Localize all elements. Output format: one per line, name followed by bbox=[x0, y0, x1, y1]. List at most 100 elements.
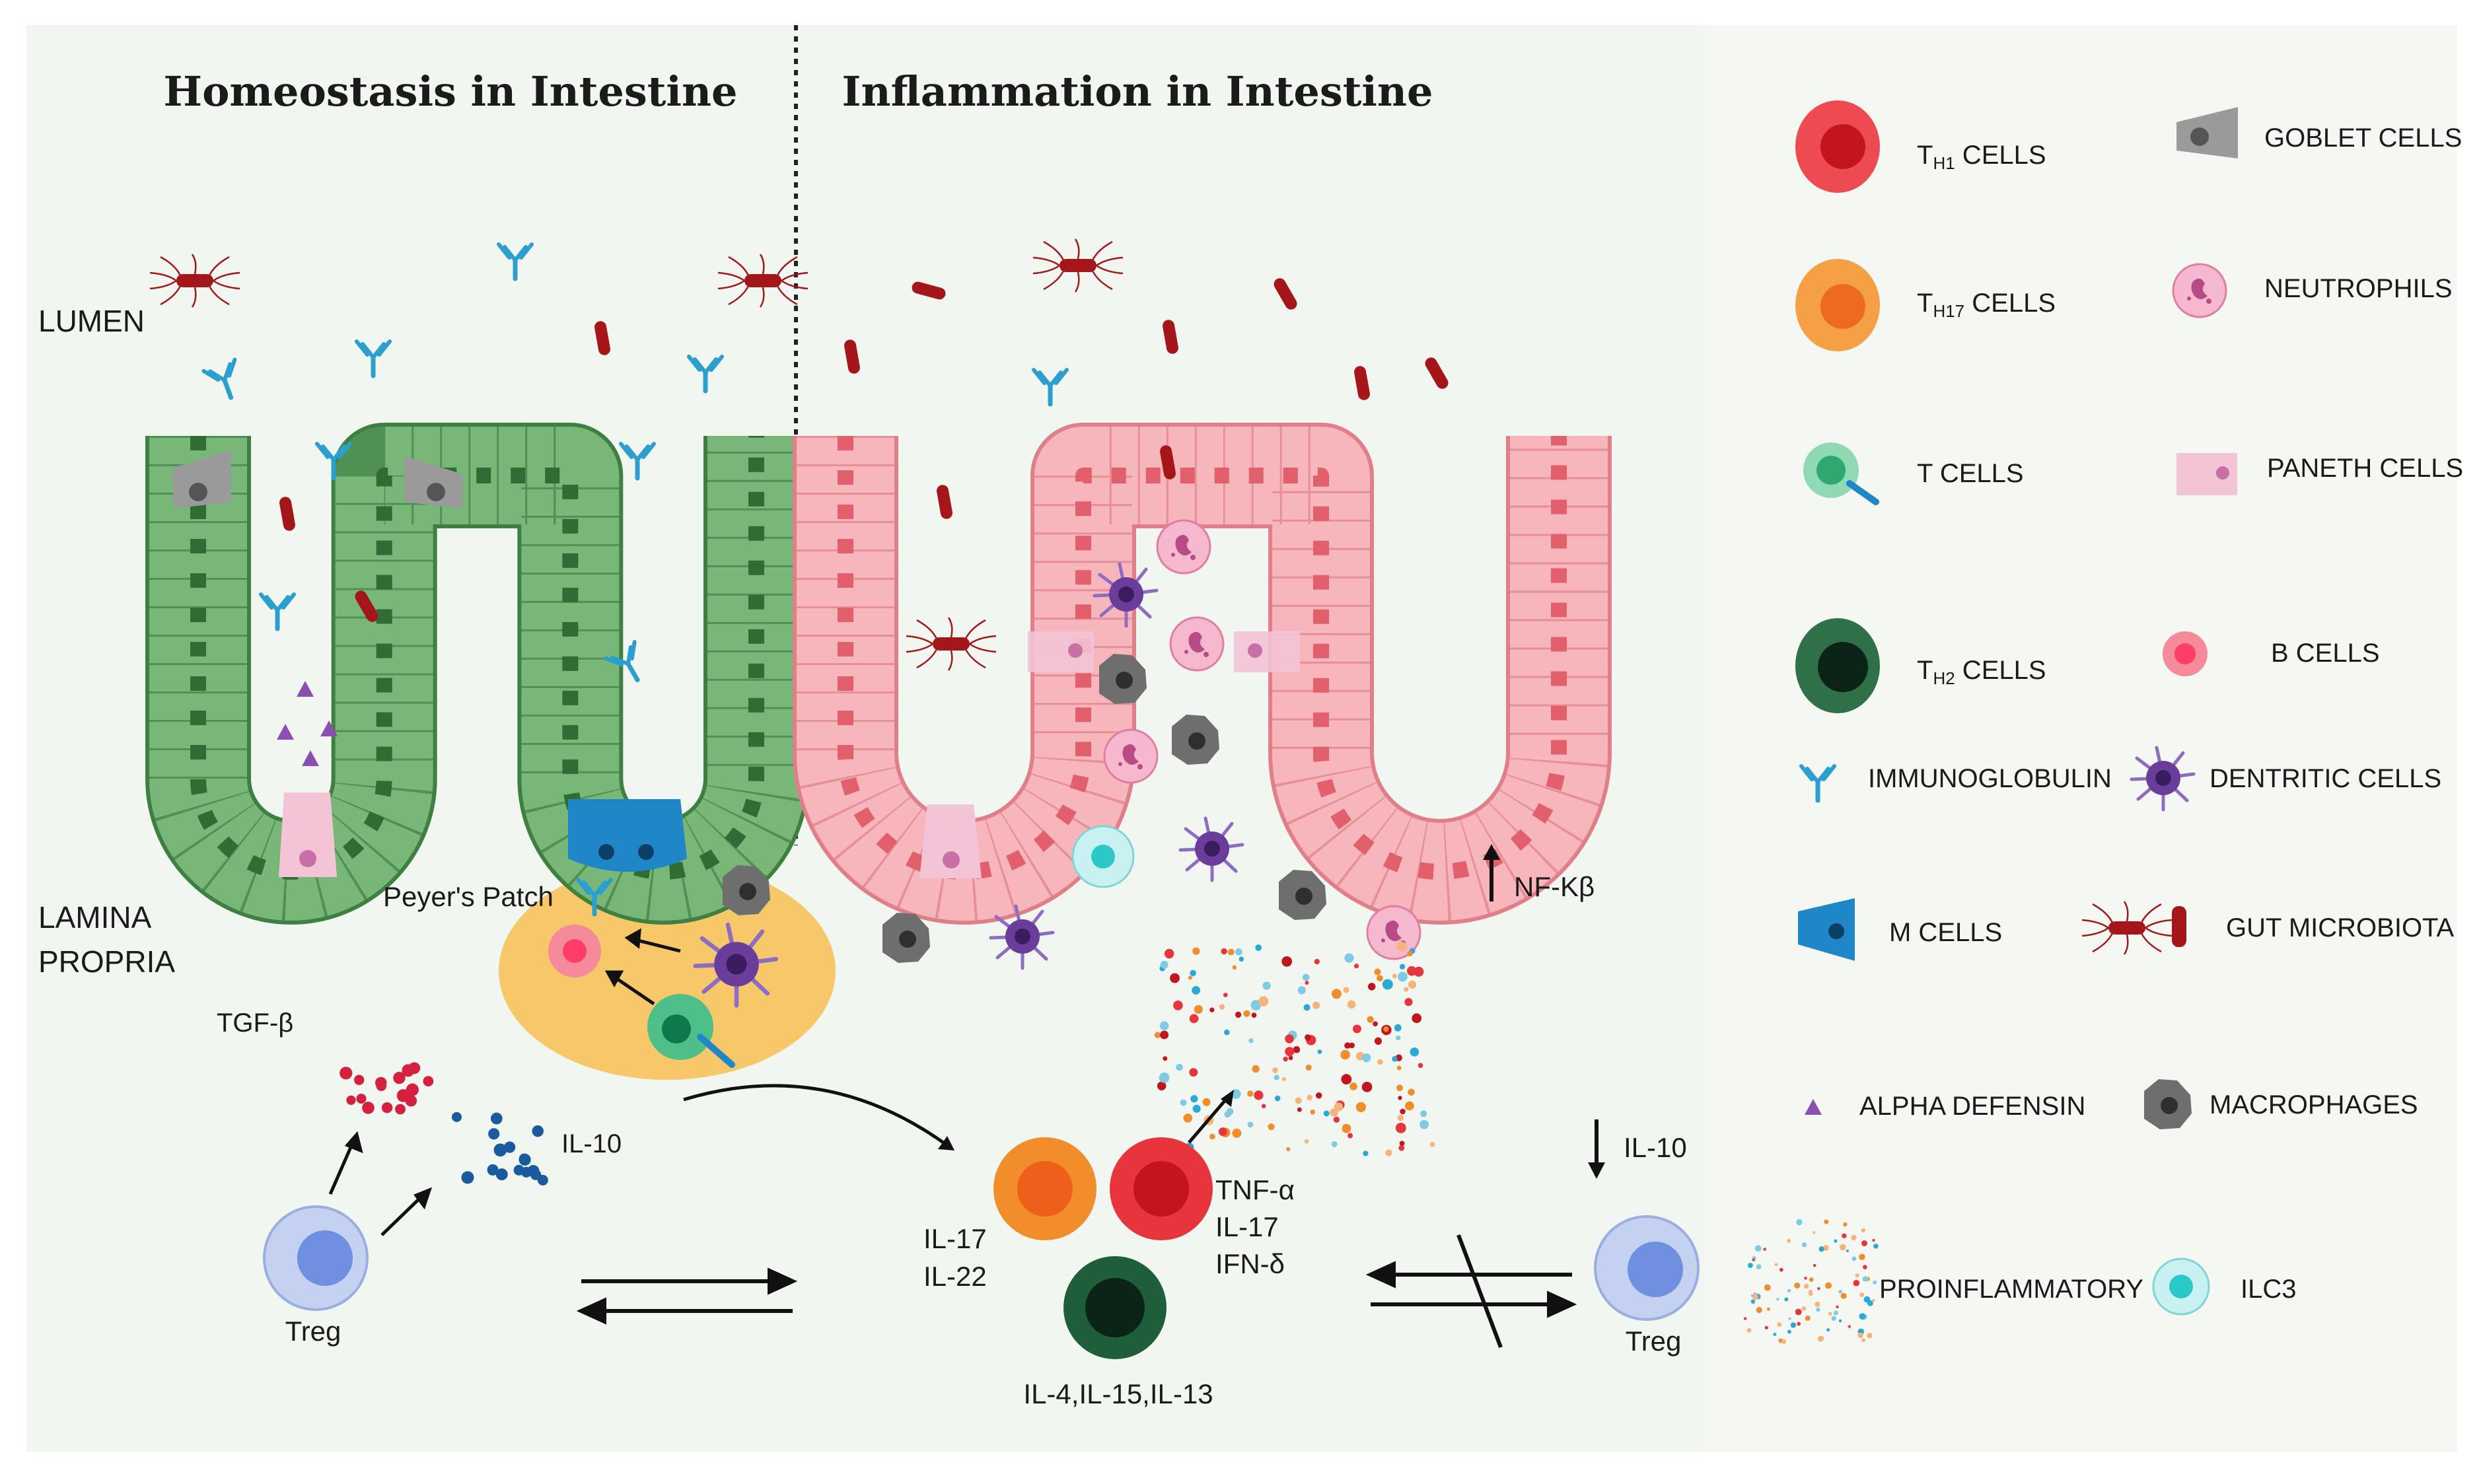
cytokine-dot bbox=[1784, 1297, 1789, 1302]
bcells-legend-label: B CELLS bbox=[2271, 639, 2380, 668]
th17-legend-label: TH17 CELLS bbox=[1917, 289, 2056, 321]
peyers-patch bbox=[499, 862, 836, 1080]
cytokine-dot bbox=[1794, 1282, 1801, 1289]
cytokine-dot bbox=[1305, 981, 1309, 985]
cytokine-dot bbox=[1859, 1254, 1865, 1260]
cytokine-dot bbox=[1787, 1329, 1791, 1334]
treg-right-label: Treg bbox=[1626, 1325, 1682, 1357]
cytokine-dot bbox=[1344, 1042, 1351, 1049]
cytokine-dot bbox=[381, 1102, 393, 1113]
nfkb-label: NF-Kβ bbox=[1514, 871, 1595, 902]
immunoglobulin-legend-label: IMMUNOGLOBULIN bbox=[1868, 764, 2112, 793]
cytokine-dot bbox=[1398, 972, 1408, 982]
cytokine-dot bbox=[1251, 1012, 1257, 1018]
il10-dots bbox=[451, 1112, 548, 1185]
cytokine-dot bbox=[1295, 1097, 1302, 1104]
cytokine-dot bbox=[1362, 1053, 1371, 1063]
cytokine-dot bbox=[1399, 1141, 1405, 1147]
goblet-legend-icon bbox=[2176, 107, 2238, 159]
legend: TH1 CELLS TH17 CELLS T CELLS TH2 CELLS I… bbox=[1795, 100, 2463, 1316]
alpha-defensin-legend-label: ALPHA DEFENSIN bbox=[1859, 1092, 2085, 1121]
cytokine-dot bbox=[1763, 1248, 1766, 1251]
cytokine-dot bbox=[1343, 987, 1349, 993]
cytokine-dot bbox=[1347, 1133, 1353, 1139]
treg-left bbox=[263, 1205, 369, 1311]
tcells-legend-label: T CELLS bbox=[1917, 459, 2024, 488]
cytokine-dot bbox=[402, 1064, 415, 1077]
cytokine-dot bbox=[1312, 1001, 1320, 1009]
treg-left-label: Treg bbox=[285, 1316, 341, 1347]
paneth-legend-label: PANETH CELLS bbox=[2267, 454, 2463, 483]
cytokine-dot bbox=[1834, 1239, 1838, 1243]
cytokine-dot bbox=[375, 1077, 387, 1089]
cytokine-dot bbox=[1872, 1238, 1875, 1242]
cytokine-dot bbox=[1803, 1283, 1809, 1289]
cytokine-dot bbox=[1261, 1104, 1266, 1109]
cytokine-dot bbox=[1286, 1147, 1291, 1151]
cytokine-dot bbox=[1288, 1055, 1293, 1061]
cytokine-dot bbox=[1801, 1306, 1807, 1311]
cytokine-dot bbox=[1344, 953, 1354, 963]
cytokine-dot bbox=[1382, 979, 1393, 990]
cytokine-dot bbox=[1773, 1333, 1777, 1336]
ilc3-legend-label: ILC3 bbox=[2241, 1275, 2297, 1304]
microbiota-legend-icon bbox=[2081, 900, 2186, 956]
b-cell bbox=[548, 925, 601, 977]
tgf-label: TGF-β bbox=[217, 1008, 293, 1038]
cytokine-dot bbox=[1248, 1038, 1254, 1043]
cytokine-dot bbox=[1190, 970, 1196, 977]
cytokine-dot bbox=[1160, 1030, 1168, 1040]
cytokine-dot bbox=[1859, 1292, 1865, 1297]
cytokine-dot bbox=[1180, 1099, 1187, 1106]
cytokine-dot bbox=[1170, 973, 1180, 983]
epithelium-inflammation bbox=[793, 423, 1612, 925]
cytokine-dot bbox=[1281, 1077, 1286, 1081]
cytokine-dot bbox=[1247, 1121, 1254, 1128]
cytokine-dot bbox=[1331, 989, 1342, 999]
cytokine-dot bbox=[1779, 1267, 1783, 1272]
il10-label: IL-10 bbox=[561, 1129, 622, 1158]
cytokine-dot bbox=[487, 1164, 499, 1176]
cytokine-dot bbox=[1748, 1263, 1753, 1268]
cytokine-dot bbox=[1232, 1128, 1242, 1138]
cytokine-dot bbox=[1340, 1049, 1350, 1060]
cytokine-dot bbox=[1302, 973, 1310, 981]
cytokine-dot bbox=[1399, 964, 1406, 970]
cytokine-dot bbox=[1873, 1280, 1877, 1285]
cytokine-dot bbox=[1813, 1231, 1816, 1234]
cytokine-dot bbox=[1202, 1098, 1211, 1106]
cytokine-dot bbox=[1349, 1082, 1357, 1090]
cytokine-dot bbox=[1314, 958, 1320, 965]
cytokine-dot bbox=[1385, 1149, 1392, 1156]
cytokine-dot bbox=[1817, 1287, 1820, 1290]
goblet-cell bbox=[404, 456, 462, 509]
cytokine-dot bbox=[1407, 950, 1413, 957]
cytokine-dot bbox=[519, 1153, 531, 1166]
bcell-legend-icon bbox=[2163, 631, 2208, 676]
cytokine-dot bbox=[1307, 1094, 1312, 1101]
cytokine-dot bbox=[1255, 944, 1262, 951]
cytokine-dot bbox=[1848, 1325, 1851, 1328]
ilc3-cell bbox=[1071, 825, 1135, 888]
th2-legend-icon bbox=[1795, 618, 1880, 713]
cytokine-dot bbox=[1754, 1245, 1762, 1252]
cytokine-dot bbox=[490, 1112, 503, 1125]
lumen-label: LUMEN bbox=[38, 304, 145, 338]
cytokine-dot bbox=[1377, 1059, 1383, 1065]
cytokine-dot bbox=[1404, 998, 1413, 1007]
cytokine-dot bbox=[1188, 975, 1193, 980]
cytokine-dot bbox=[354, 1075, 365, 1085]
cytokine-dot bbox=[1801, 1242, 1807, 1248]
cytokine-dot bbox=[1218, 1127, 1227, 1137]
th1-legend-label: TH1 CELLS bbox=[1917, 141, 2046, 173]
cytokine-dot bbox=[1396, 1084, 1403, 1092]
cytokine-dot bbox=[1766, 1307, 1770, 1311]
cytokine-dot bbox=[1420, 1110, 1427, 1117]
paneth-cell bbox=[1234, 631, 1300, 672]
cytokine-dot bbox=[423, 1076, 434, 1086]
cytokine-dot bbox=[1809, 1277, 1814, 1282]
cytokine-dot bbox=[1752, 1258, 1755, 1261]
cytokine-dot bbox=[1839, 1244, 1846, 1251]
cytokine-dot bbox=[1192, 1104, 1201, 1113]
